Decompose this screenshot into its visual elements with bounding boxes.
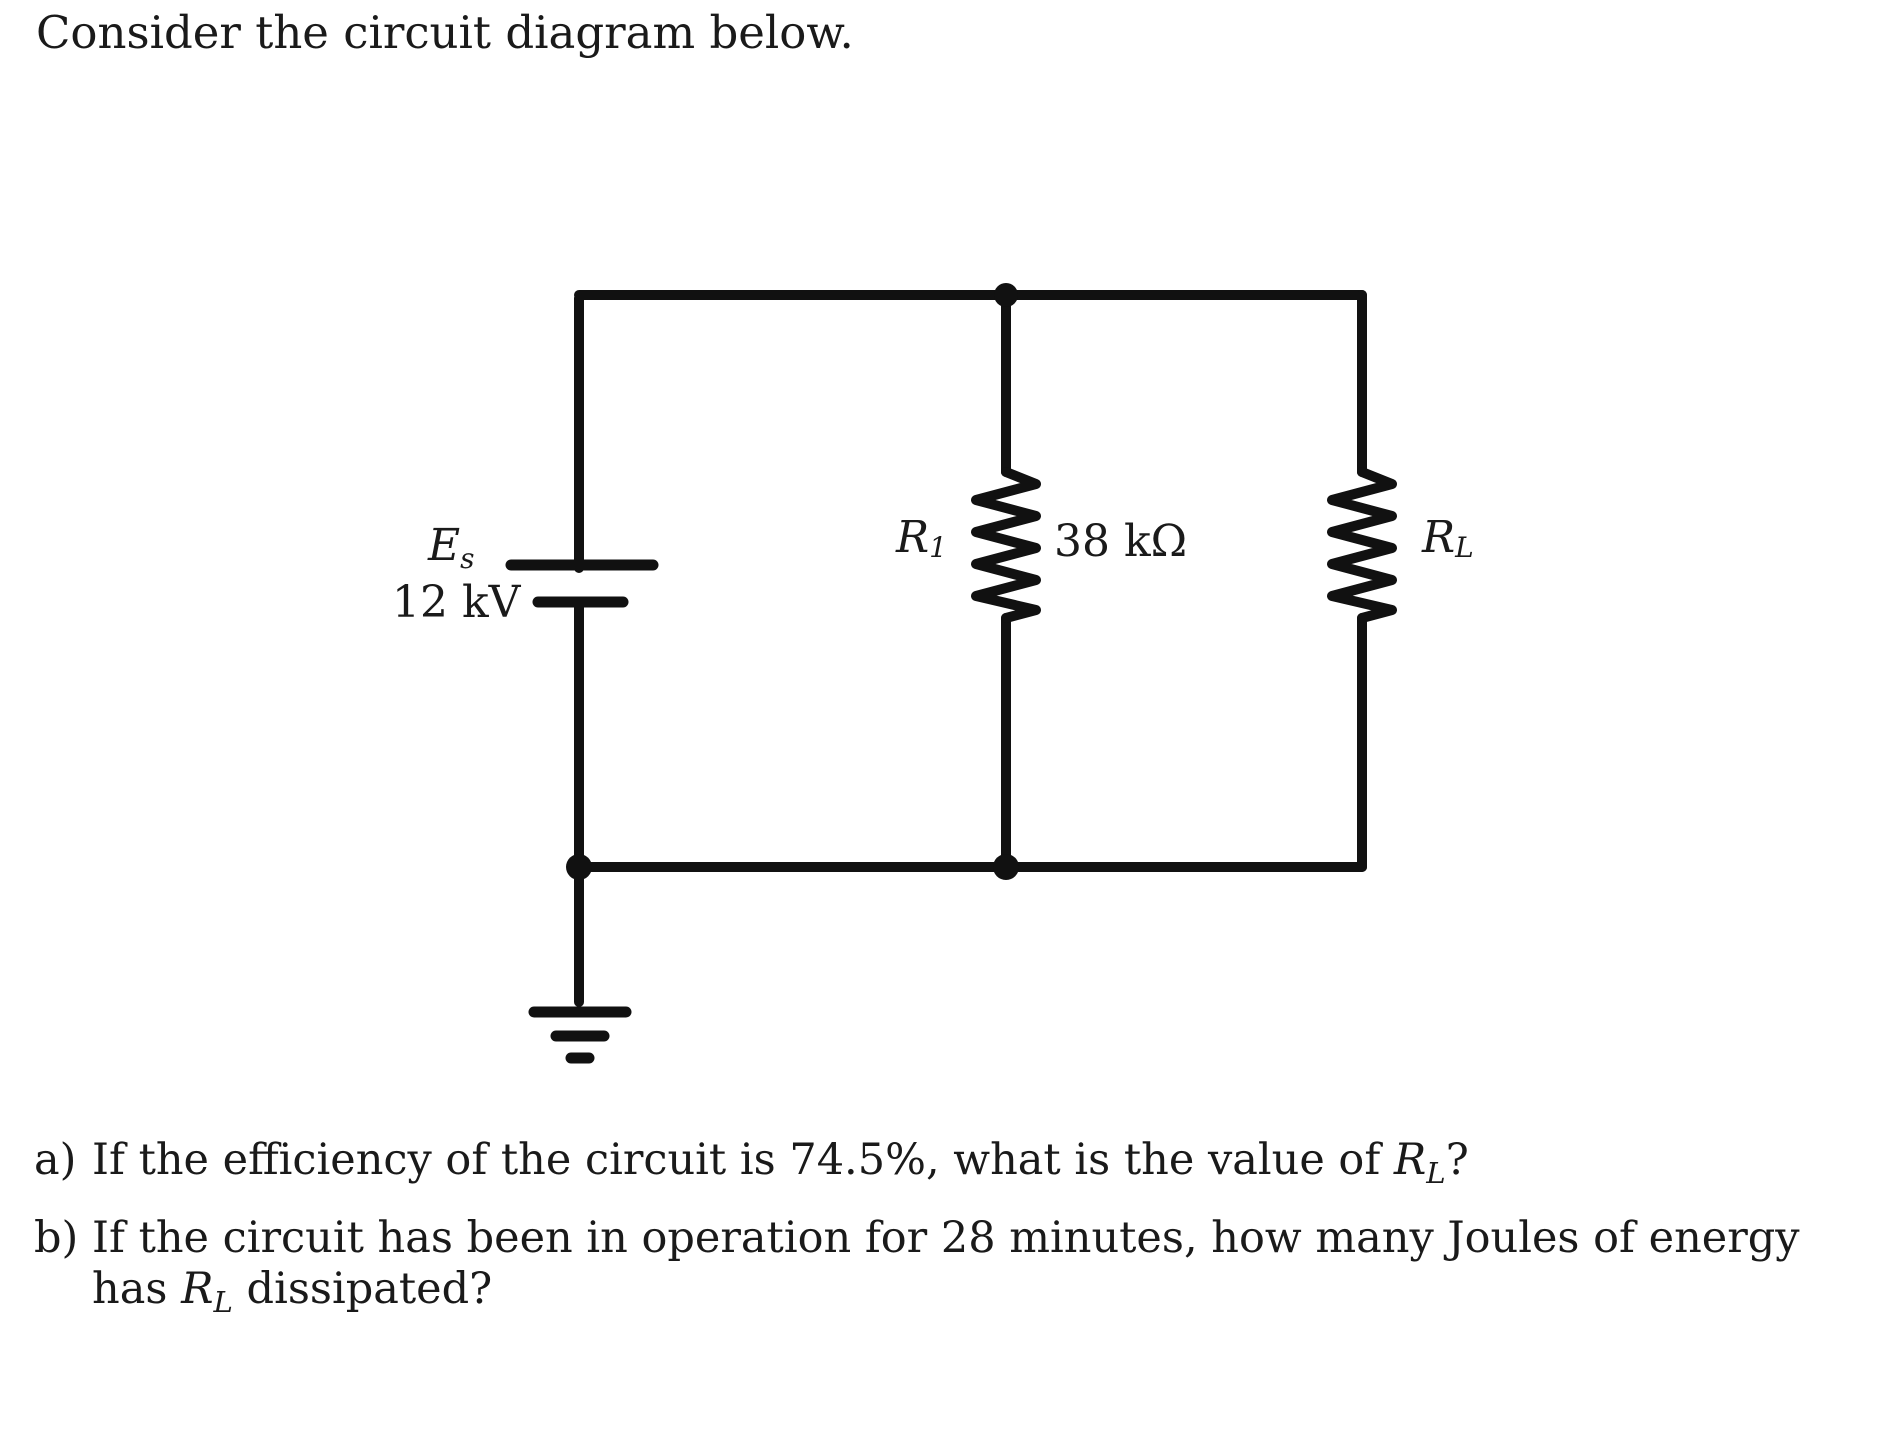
source-value: 12 kV xyxy=(392,577,522,628)
battery-icon xyxy=(505,559,659,608)
question-b-end: dissipated? xyxy=(232,1264,493,1315)
resistor-r1-icon xyxy=(971,467,1041,623)
r1-value: 38 kΩ xyxy=(1054,516,1187,567)
question-b-subscript: L xyxy=(213,1285,233,1320)
ground-icon xyxy=(528,1006,632,1064)
question-a-end: ? xyxy=(1445,1135,1469,1185)
resistor-rl-icon xyxy=(1327,467,1397,623)
junction-bottom-left xyxy=(566,854,592,880)
question-a-subscript: L xyxy=(1426,1155,1446,1190)
junction-bottom-mid xyxy=(993,854,1019,880)
question-b-marker: b) xyxy=(34,1212,79,1263)
circuit-diagram: Es 12 kV R1 38 kΩ RL xyxy=(392,283,1474,1064)
question-b-text: If the circuit has been in operation for… xyxy=(92,1212,1800,1315)
rl-label: RL xyxy=(1421,512,1474,564)
r1-label: R1 xyxy=(895,512,947,564)
question-a: a) If the efficiency of the circuit is 74… xyxy=(34,1135,1874,1191)
wire-left-top xyxy=(574,290,1367,573)
question-a-text: If the efficiency of the circuit is 74.5… xyxy=(92,1135,1394,1185)
intro-text: Consider the circuit diagram below. xyxy=(36,6,854,59)
question-a-symbol: R xyxy=(1393,1135,1427,1185)
source-label: Es xyxy=(427,520,475,575)
junction-top xyxy=(994,283,1018,307)
question-b: b) If the circuit has been in operation f… xyxy=(34,1213,1874,1320)
question-a-marker: a) xyxy=(34,1135,77,1185)
question-b-symbol: R xyxy=(181,1264,214,1315)
questions: a) If the efficiency of the circuit is 74… xyxy=(34,1135,1874,1342)
